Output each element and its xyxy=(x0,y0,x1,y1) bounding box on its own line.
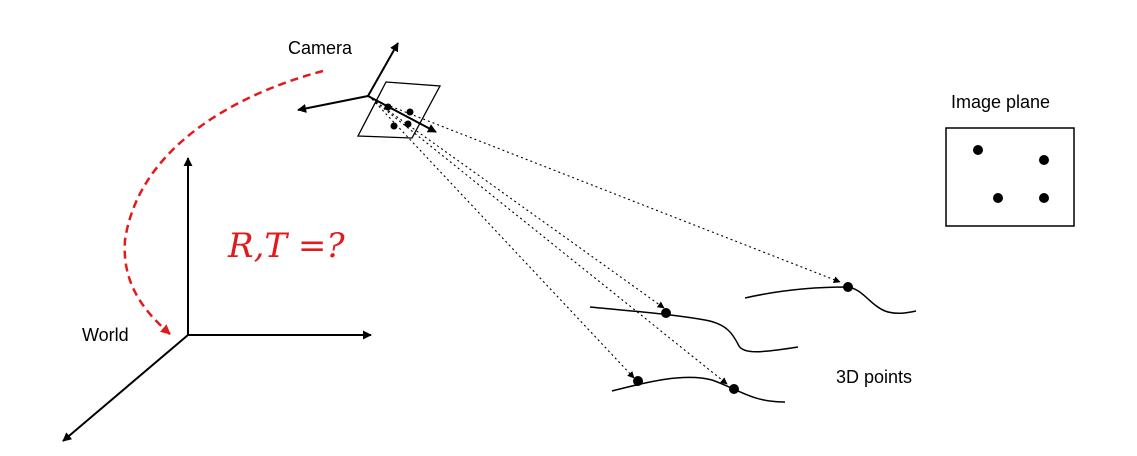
camera-image-plane xyxy=(356,81,442,139)
camera-label: Camera xyxy=(288,38,353,58)
image-point xyxy=(1039,193,1049,203)
projection-ray xyxy=(371,98,841,283)
surface-curve xyxy=(744,286,917,315)
image-point xyxy=(993,193,1003,203)
projection-rays xyxy=(371,98,841,385)
camera-forward-axis xyxy=(367,95,437,133)
3d-point xyxy=(729,384,739,394)
world-z-axis xyxy=(62,334,189,442)
image-point xyxy=(973,145,983,155)
projection-ray xyxy=(371,98,635,379)
transform-arrow xyxy=(123,69,324,335)
camera-plane-point xyxy=(390,122,398,130)
3d-point xyxy=(633,376,643,386)
image-point xyxy=(1039,155,1049,165)
pose-equation: R,T =? xyxy=(228,226,345,266)
camera-plane-point xyxy=(404,120,412,128)
world-label: World xyxy=(82,325,129,345)
camera-plane-point xyxy=(406,108,414,116)
image-plane-label: Image plane xyxy=(951,92,1051,112)
camera-plane-point xyxy=(384,103,392,111)
world-axes xyxy=(62,157,372,442)
camera-up-axis xyxy=(367,42,399,97)
surface-curve xyxy=(589,306,799,353)
3d-point xyxy=(661,308,671,318)
image-plane-frame xyxy=(945,127,1075,227)
3d-points-label: 3D points xyxy=(836,367,913,387)
camera-left-axis xyxy=(297,95,369,113)
3d-point xyxy=(843,282,853,292)
3d-points xyxy=(633,282,853,394)
projection-ray xyxy=(371,98,728,385)
image-plane-box xyxy=(945,127,1075,227)
